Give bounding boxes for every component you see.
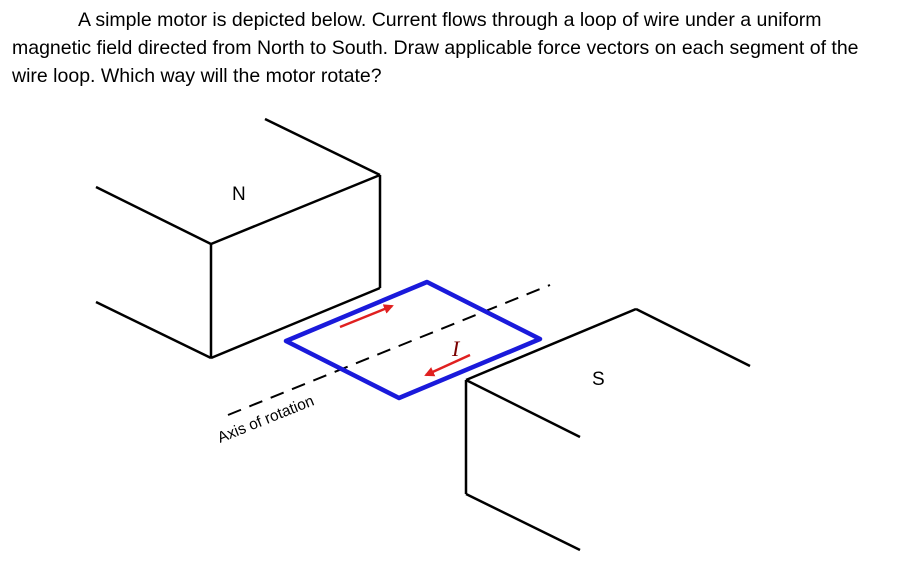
question-text: A simple motor is depicted below. Curren… [12,9,859,87]
current-label: I [451,336,461,361]
south-magnet [464,307,751,552]
current-arrow-top [339,304,394,329]
axis-of-rotation-label: Axis of rotation [215,393,316,447]
rotation-axis-line [227,284,551,416]
north-label: N [232,184,246,205]
wire-loop [283,279,543,401]
south-label: S [592,369,605,390]
north-magnet [95,117,382,360]
current-arrow-bottom [424,353,471,377]
